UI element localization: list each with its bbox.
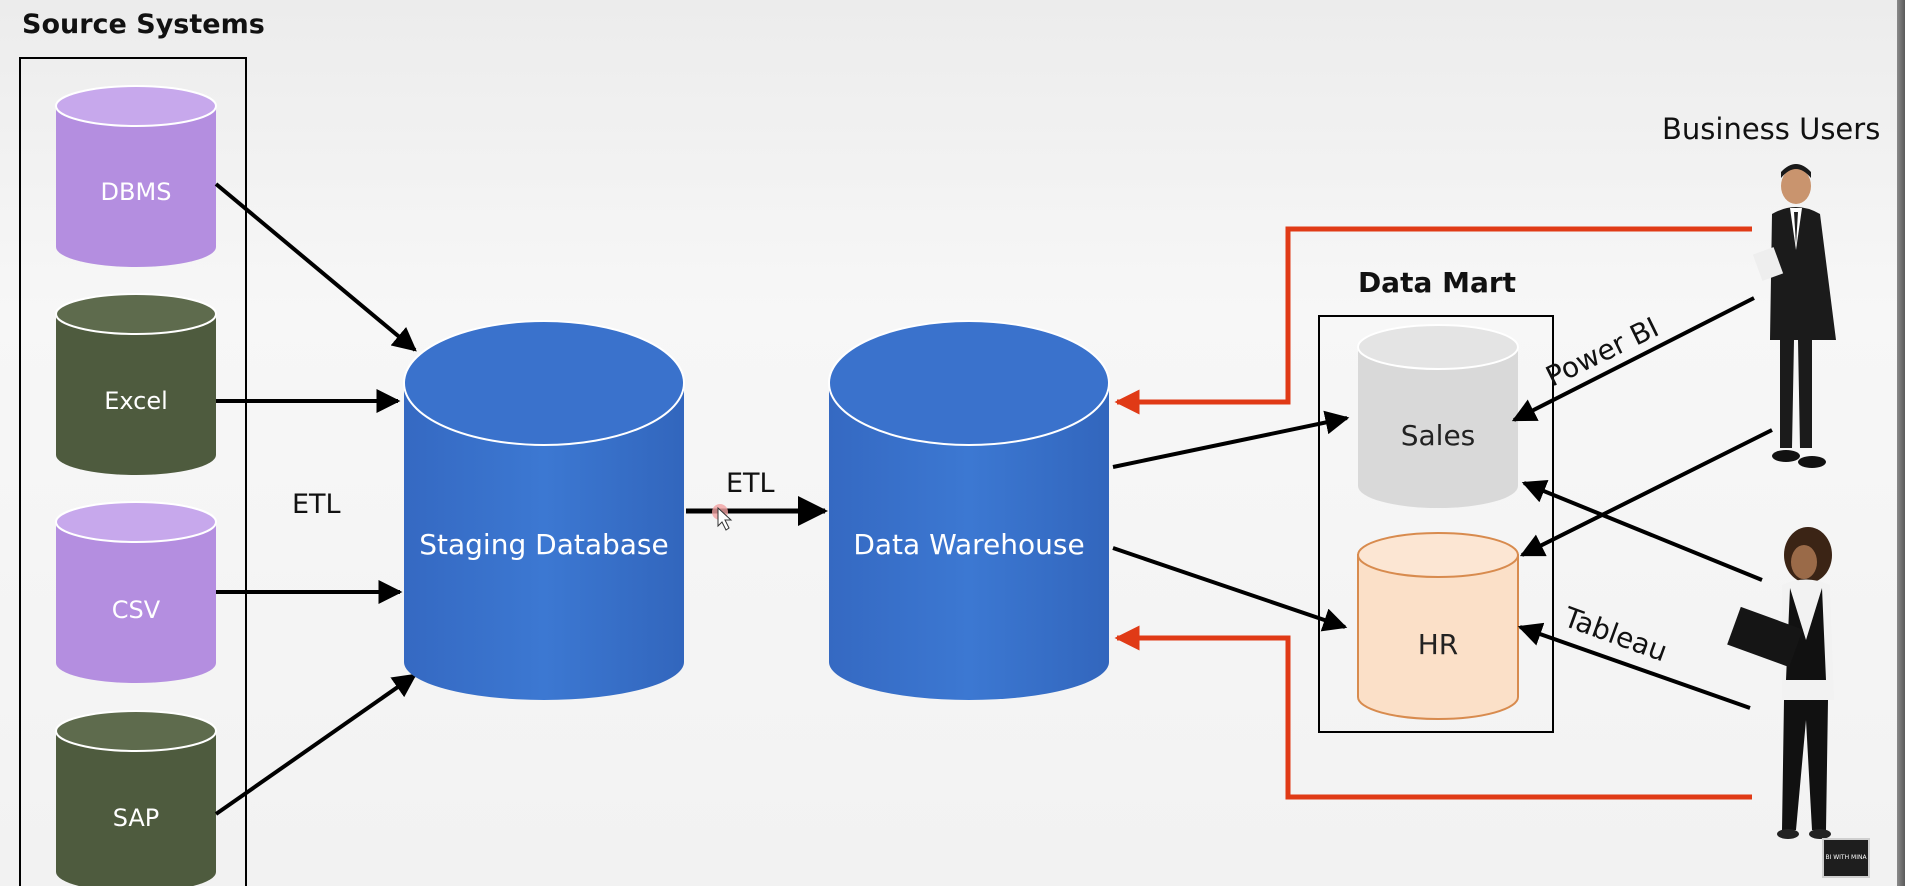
source-excel-label: Excel bbox=[104, 387, 168, 415]
source-csv-cylinder: CSV bbox=[55, 501, 217, 683]
arrow-businesswoman-to-sales bbox=[1521, 480, 1763, 582]
data-mart-title: Data Mart bbox=[1358, 266, 1516, 299]
source-dbms-label: DBMS bbox=[101, 178, 172, 206]
window-edge-bar bbox=[1897, 0, 1905, 886]
data-warehouse-label: Data Warehouse bbox=[853, 528, 1084, 561]
mouse-cursor-icon bbox=[717, 506, 733, 531]
feedback-arrow-bottom bbox=[1114, 625, 1752, 800]
arrow-businessman-to-hr bbox=[1519, 428, 1773, 557]
etl-label-sources: ETL bbox=[292, 489, 341, 520]
etl-label-warehouse: ETL bbox=[726, 468, 775, 499]
tableau-label: Tableau bbox=[1559, 600, 1672, 668]
source-dbms-cylinder: DBMS bbox=[55, 85, 217, 267]
hr-mart-cylinder: HR bbox=[1357, 532, 1519, 720]
hr-mart-label: HR bbox=[1418, 628, 1459, 661]
source-systems-frame bbox=[19, 57, 247, 886]
arrow-businesswoman-to-hr bbox=[1517, 622, 1751, 710]
source-csv-label: CSV bbox=[112, 596, 161, 624]
business-users-title: Business Users bbox=[1662, 112, 1880, 146]
source-excel-cylinder: Excel bbox=[55, 293, 217, 475]
arrow-dbms-to-staging bbox=[214, 182, 417, 352]
arrow-warehouse-to-sales bbox=[1112, 410, 1350, 469]
arrow-businessman-to-sales bbox=[1511, 296, 1755, 422]
businessman-figure bbox=[1752, 164, 1836, 468]
data-warehouse-cylinder: Data Warehouse bbox=[828, 320, 1110, 700]
sales-mart-label: Sales bbox=[1401, 419, 1476, 452]
source-sap-label: SAP bbox=[113, 804, 160, 832]
source-sap-cylinder: SAP bbox=[55, 710, 217, 886]
channel-logo: BI WITH MINA bbox=[1822, 838, 1870, 878]
sales-mart-cylinder: Sales bbox=[1357, 324, 1519, 508]
staging-database-label: Staging Database bbox=[419, 528, 668, 561]
staging-database-cylinder: Staging Database bbox=[403, 320, 685, 700]
arrow-warehouse-to-hr bbox=[1112, 546, 1348, 632]
arrow-sap-to-staging bbox=[214, 673, 417, 816]
source-systems-title: Source Systems bbox=[22, 9, 265, 40]
businesswoman-figure bbox=[1727, 527, 1834, 839]
feedback-arrow-top bbox=[1114, 226, 1752, 415]
data-mart-frame bbox=[1318, 315, 1554, 733]
